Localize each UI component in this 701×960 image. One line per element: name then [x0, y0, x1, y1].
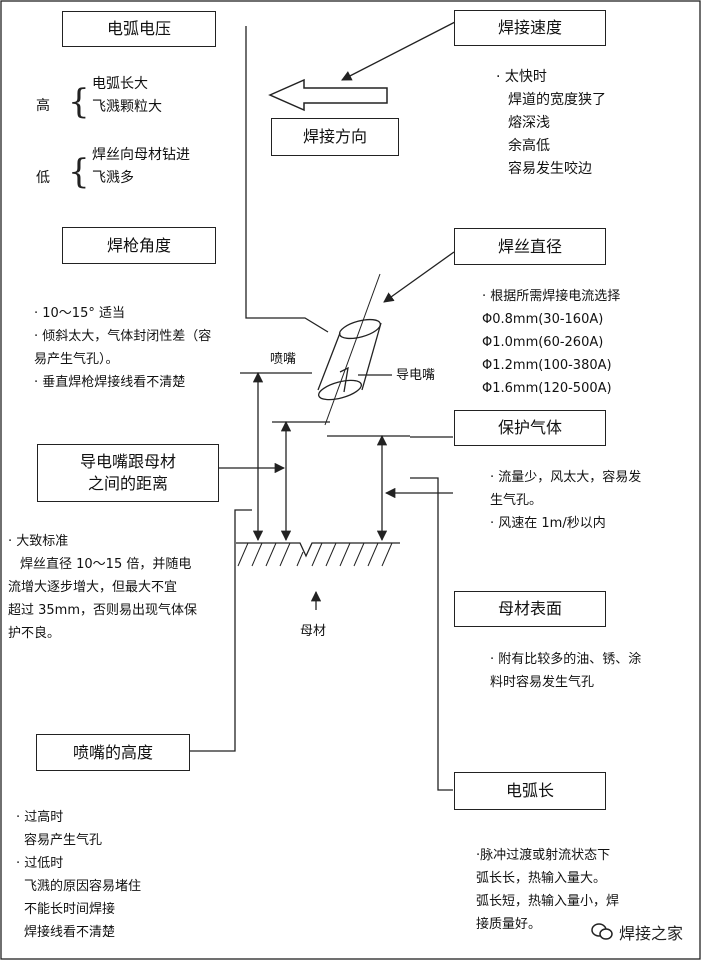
- connector-nozzle-height: [190, 509, 252, 752]
- wire-line: [324, 273, 381, 426]
- wire-note: Φ1.0mm(60-260A): [482, 335, 604, 350]
- label-nozzle-height: 喷嘴的高度: [72, 742, 153, 762]
- label-tip-distance-2: 之间的距离: [87, 474, 168, 493]
- surface-notes: · 附有比较多的油、锈、涂 料时容易发生气孔: [490, 648, 641, 694]
- wire-note: Φ1.2mm(100-380A): [482, 358, 612, 373]
- height-notes: · 过高时 容易产生气孔 · 过低时 飞溅的原因容易堵住 不能长时间焊接 焊接线…: [16, 806, 141, 944]
- speed-note: 熔深浅: [508, 115, 550, 131]
- distance-note: 流增大逐步增大，但最大不宜: [8, 580, 178, 595]
- box-arc-length: 电弧长: [454, 772, 606, 810]
- speed-notes: · 太快时 焊道的宽度狭了 熔深浅 余高低 容易发生咬边: [496, 66, 606, 181]
- watermark-text: 焊接之家: [618, 924, 683, 943]
- connector-arc-length: [410, 477, 453, 791]
- surface-note: · 附有比较多的油、锈、涂: [490, 652, 642, 667]
- box-torch-angle: 焊枪角度: [62, 227, 216, 264]
- speed-note: 余高低: [508, 138, 550, 154]
- gas-note: · 风速在 1m/秒以内: [490, 516, 606, 531]
- voltage-low-label: 低: [36, 170, 50, 186]
- base-metal-surface: [236, 542, 400, 558]
- watermark: 焊接之家: [591, 920, 683, 944]
- wire-notes: · 根据所需焊接电流选择 Φ0.8mm(30-160A) Φ1.0mm(60-2…: [482, 285, 620, 400]
- height-note: 容易产生气孔: [24, 833, 103, 848]
- speed-note: · 太快时: [496, 69, 547, 85]
- arc-notes: ·脉冲过渡或射流状态下 弧长长，热输入量大。 弧长短，热输入量小，焊 接质量好。: [476, 844, 619, 936]
- distance-note: 焊丝直径 10～15 倍，并随电: [20, 557, 192, 572]
- height-note: · 过高时: [16, 810, 64, 825]
- nozzle-label: 喷嘴: [270, 352, 297, 367]
- connector-weld-speed: [341, 21, 456, 81]
- voltage-high-item: 电弧长大: [92, 76, 148, 92]
- connector-wire-diameter: [383, 251, 455, 303]
- contact-tip-label: 导电嘴: [396, 368, 436, 383]
- distance-notes: · 大致标准 焊丝直径 10～15 倍，并随电 流增大逐步增大，但最大不宜 超过…: [8, 530, 197, 645]
- angle-note: · 倾斜太大，气体封闭性差（容: [34, 329, 212, 344]
- distance-note: 护不良。: [8, 626, 61, 641]
- contact-tip-shape: [339, 366, 349, 393]
- angle-note: 易产生气孔）。: [34, 352, 119, 367]
- brace-low: {: [68, 152, 90, 192]
- wechat-icon: [591, 923, 613, 940]
- label-tip-distance-1: 导电嘴跟母材: [79, 452, 176, 472]
- label-arc-voltage: 电弧电压: [106, 19, 171, 39]
- label-shield-gas: 保护气体: [497, 418, 562, 438]
- label-wire-diameter: 焊丝直径: [497, 236, 562, 256]
- weld-direction-arrow: [268, 78, 388, 112]
- box-arc-voltage: 电弧电压: [62, 11, 216, 47]
- box-wire-diameter: 焊丝直径: [454, 228, 606, 265]
- angle-note: · 10～15° 适当: [34, 306, 125, 321]
- label-torch-angle: 焊枪角度: [106, 235, 171, 255]
- gas-notes: · 流量少，风太大，容易发 生气孔。 · 风速在 1m/秒以内: [490, 466, 641, 535]
- angle-note: · 垂直焊枪焊接线看不清楚: [34, 375, 186, 390]
- wire-note: Φ1.6mm(120-500A): [482, 381, 612, 396]
- torch-nozzle-bottom: [317, 379, 363, 401]
- box-weld-direction: 焊接方向: [271, 118, 399, 156]
- voltage-low-item: 焊丝向母材钻进: [92, 147, 190, 163]
- height-note: 焊接线看不清楚: [24, 925, 116, 940]
- base-metal-label: 母材: [300, 624, 327, 639]
- box-tip-distance: 导电嘴跟母材 之间的距离: [37, 444, 219, 502]
- surface-note: 料时容易发生气孔: [490, 675, 595, 690]
- voltage-low-item: 飞溅多: [92, 170, 134, 186]
- box-shield-gas: 保护气体: [454, 410, 606, 446]
- gas-note: 生气孔。: [490, 493, 543, 508]
- voltage-high-items: 电弧长大 飞溅颗粒大: [92, 73, 162, 119]
- box-nozzle-height: 喷嘴的高度: [36, 734, 190, 771]
- box-base-surface: 母材表面: [454, 591, 606, 627]
- arc-note: 弧长长，热输入量大。: [476, 871, 607, 886]
- height-note: 飞溅的原因容易堵住: [24, 879, 142, 894]
- gas-note: · 流量少，风太大，容易发: [490, 470, 642, 485]
- box-weld-speed: 焊接速度: [454, 10, 606, 46]
- wire-note: Φ0.8mm(30-160A): [482, 312, 604, 327]
- label-base-surface: 母材表面: [497, 599, 562, 619]
- height-note: 不能长时间焊接: [24, 902, 116, 917]
- voltage-high-label: 高: [36, 98, 50, 114]
- distance-note: · 大致标准: [8, 534, 69, 549]
- wire-note: · 根据所需焊接电流选择: [482, 289, 621, 304]
- speed-note: 容易发生咬边: [508, 161, 592, 177]
- brace-high: {: [68, 82, 90, 122]
- label-arc-length: 电弧长: [505, 781, 554, 801]
- arc-note: ·脉冲过渡或射流状态下: [476, 848, 611, 863]
- arc-note: 接质量好。: [476, 917, 542, 932]
- height-note: · 过低时: [16, 856, 64, 871]
- arc-note: 弧长短，热输入量小，焊: [476, 894, 620, 909]
- speed-note: 焊道的宽度狭了: [508, 92, 606, 108]
- connector-arc-voltage: [245, 26, 329, 333]
- torch-side-right: [361, 322, 382, 391]
- voltage-low-items: 焊丝向母材钻进 飞溅多: [92, 144, 190, 190]
- voltage-high-item: 飞溅颗粒大: [92, 99, 162, 115]
- label-weld-speed: 焊接速度: [497, 18, 562, 38]
- torch-side-left: [317, 332, 341, 391]
- label-weld-direction: 焊接方向: [302, 127, 367, 147]
- distance-note: 超过 35mm，否则易出现气体保: [8, 603, 198, 618]
- angle-notes: · 10～15° 适当 · 倾斜太大，气体封闭性差（容 易产生气孔）。 · 垂直…: [34, 302, 211, 394]
- base-metal-hatching: [237, 542, 393, 567]
